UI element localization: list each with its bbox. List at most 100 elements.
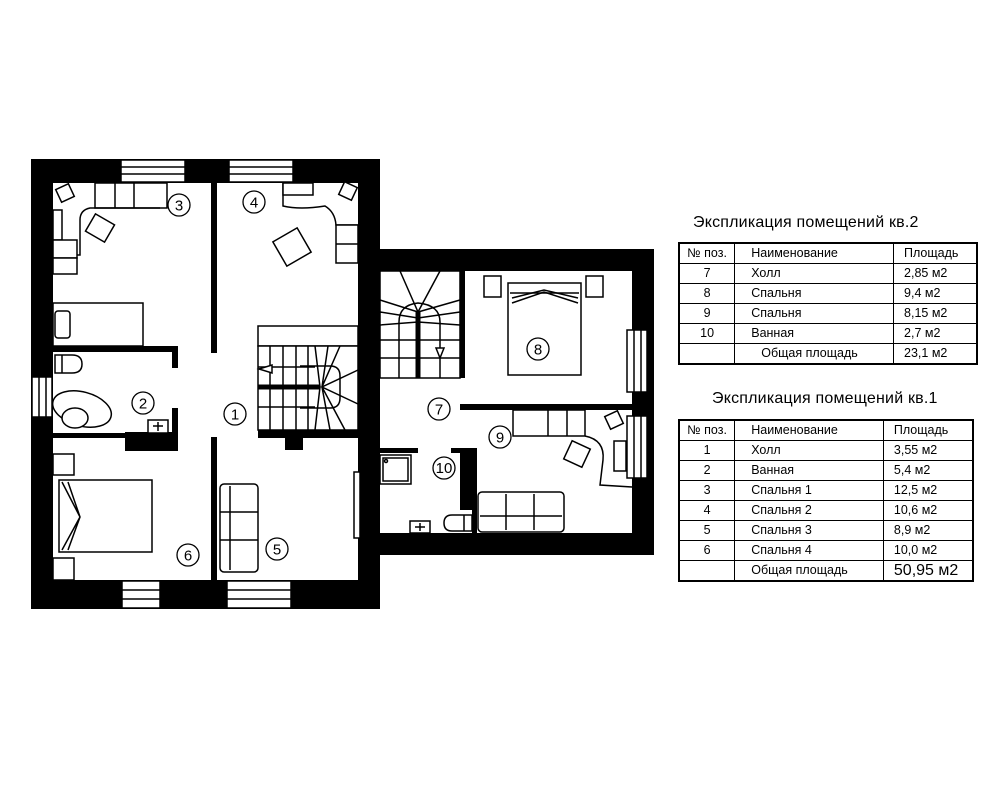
wardrobe bbox=[512, 409, 586, 437]
cell-name: Ванная bbox=[734, 323, 895, 344]
cell-name: Спальня 2 bbox=[734, 500, 884, 521]
header-area: Площадь bbox=[882, 419, 974, 441]
cell-name: Спальня bbox=[734, 283, 895, 304]
room-label-8: 8 bbox=[526, 337, 550, 361]
table-row: 3 Спальня 1 12,5 м2 bbox=[678, 480, 974, 501]
cell-area: 2,85 м2 bbox=[893, 263, 978, 284]
window-room-6 bbox=[121, 580, 161, 609]
cell-name: Спальня 4 bbox=[734, 540, 884, 561]
svg-text:6: 6 bbox=[184, 548, 192, 565]
room-label-9: 9 bbox=[488, 425, 512, 449]
cell-area: 10,6 м2 bbox=[882, 500, 974, 521]
svg-text:3: 3 bbox=[175, 198, 183, 215]
table-header-row: № поз. Наименование Площадь bbox=[678, 419, 974, 441]
room-label-7: 7 bbox=[427, 397, 451, 421]
nightstand bbox=[585, 275, 604, 298]
window-room-2 bbox=[31, 376, 53, 418]
total-area: 23,1 м2 bbox=[893, 343, 978, 365]
table-row: 6 Спальня 4 10,0 м2 bbox=[678, 540, 974, 561]
room-label-2: 2 bbox=[131, 391, 155, 415]
wardrobe bbox=[94, 182, 168, 209]
staircase-left bbox=[256, 325, 359, 431]
cell-empty bbox=[678, 343, 736, 365]
windows bbox=[31, 159, 648, 609]
header-position: № поз. bbox=[678, 419, 736, 441]
desk-chair bbox=[337, 180, 359, 202]
svg-text:7: 7 bbox=[435, 402, 443, 419]
table-row: 8 Спальня 9,4 м2 bbox=[678, 283, 978, 304]
svg-text:9: 9 bbox=[496, 430, 504, 447]
nightstand bbox=[52, 453, 75, 476]
table-row: 2 Ванная 5,4 м2 bbox=[678, 460, 974, 481]
staircase-right bbox=[379, 270, 461, 379]
armchair bbox=[271, 226, 313, 268]
cell-area: 12,5 м2 bbox=[882, 480, 974, 501]
toilet bbox=[443, 514, 473, 532]
cell-area: 9,4 м2 bbox=[893, 283, 978, 304]
room-schedule-apt1: № поз. Наименование Площадь 1 Холл 3,55 … bbox=[678, 419, 974, 582]
svg-text:5: 5 bbox=[273, 542, 281, 559]
cell-area: 2,7 м2 bbox=[893, 323, 978, 344]
cell-name: Холл bbox=[734, 263, 895, 284]
window-room-4 bbox=[228, 159, 294, 183]
svg-text:8: 8 bbox=[534, 342, 542, 359]
cell-num: 7 bbox=[678, 263, 736, 284]
sofa bbox=[477, 491, 565, 533]
table-row: 1 Холл 3,55 м2 bbox=[678, 440, 974, 461]
cell-name: Ванная bbox=[734, 460, 884, 481]
cell-num: 6 bbox=[678, 540, 736, 561]
bed bbox=[58, 479, 153, 553]
table-row: 10 Ванная 2,7 м2 bbox=[678, 323, 978, 344]
table-title-apt1: Экспликация помещений кв.1 bbox=[712, 390, 938, 407]
header-name: Наименование bbox=[734, 242, 895, 264]
window-room-5 bbox=[226, 580, 292, 609]
table-row: 4 Спальня 2 10,6 м2 bbox=[678, 500, 974, 521]
cell-num: 10 bbox=[678, 323, 736, 344]
table-row: 9 Спальня 8,15 м2 bbox=[678, 303, 978, 324]
table-total-row: Общая площадь 50,95 м2 bbox=[678, 560, 974, 582]
room-label-1: 1 bbox=[223, 402, 247, 426]
table-title-apt2: Экспликация помещений кв.2 bbox=[693, 214, 919, 231]
room-labels: 1 2 3 4 5 6 7 8 9 10 bbox=[131, 190, 550, 567]
room-label-10: 10 bbox=[432, 456, 456, 480]
desk bbox=[282, 183, 358, 226]
cell-num: 5 bbox=[678, 520, 736, 541]
cell-area: 8,9 м2 bbox=[882, 520, 974, 541]
desk bbox=[53, 207, 160, 256]
total-label: Общая площадь bbox=[734, 560, 884, 582]
cell-name: Спальня 1 bbox=[734, 480, 884, 501]
svg-text:2: 2 bbox=[139, 396, 147, 413]
cell-area: 10,0 м2 bbox=[882, 540, 974, 561]
total-area: 50,95 м2 bbox=[882, 560, 974, 582]
cell-name: Спальня bbox=[734, 303, 895, 324]
desk-chair bbox=[603, 409, 625, 431]
svg-text:4: 4 bbox=[250, 195, 258, 212]
desk bbox=[584, 435, 633, 488]
cell-num: 2 bbox=[678, 460, 736, 481]
svg-text:1: 1 bbox=[231, 407, 239, 424]
window-room-8 bbox=[626, 329, 648, 393]
bed bbox=[507, 282, 582, 376]
total-label: Общая площадь bbox=[734, 343, 895, 365]
room-label-3: 3 bbox=[167, 193, 191, 217]
header-name: Наименование bbox=[734, 419, 884, 441]
cell-num: 1 bbox=[678, 440, 736, 461]
cell-area: 8,15 м2 bbox=[893, 303, 978, 324]
furniture bbox=[51, 180, 633, 581]
header-position: № поз. bbox=[678, 242, 736, 264]
toilet bbox=[54, 354, 83, 374]
cell-name: Холл bbox=[734, 440, 884, 461]
desk-chair bbox=[54, 182, 76, 204]
window-room-9 bbox=[626, 415, 648, 479]
svg-text:10: 10 bbox=[436, 460, 453, 477]
room-label-6: 6 bbox=[176, 543, 200, 567]
sofa bbox=[219, 483, 259, 573]
cell-name: Спальня 3 bbox=[734, 520, 884, 541]
cell-num: 4 bbox=[678, 500, 736, 521]
table-header-row: № поз. Наименование Площадь bbox=[678, 242, 978, 264]
cell-area: 3,55 м2 bbox=[882, 440, 974, 461]
cell-num: 9 bbox=[678, 303, 736, 324]
armchair bbox=[84, 212, 116, 244]
nightstand bbox=[52, 557, 75, 581]
